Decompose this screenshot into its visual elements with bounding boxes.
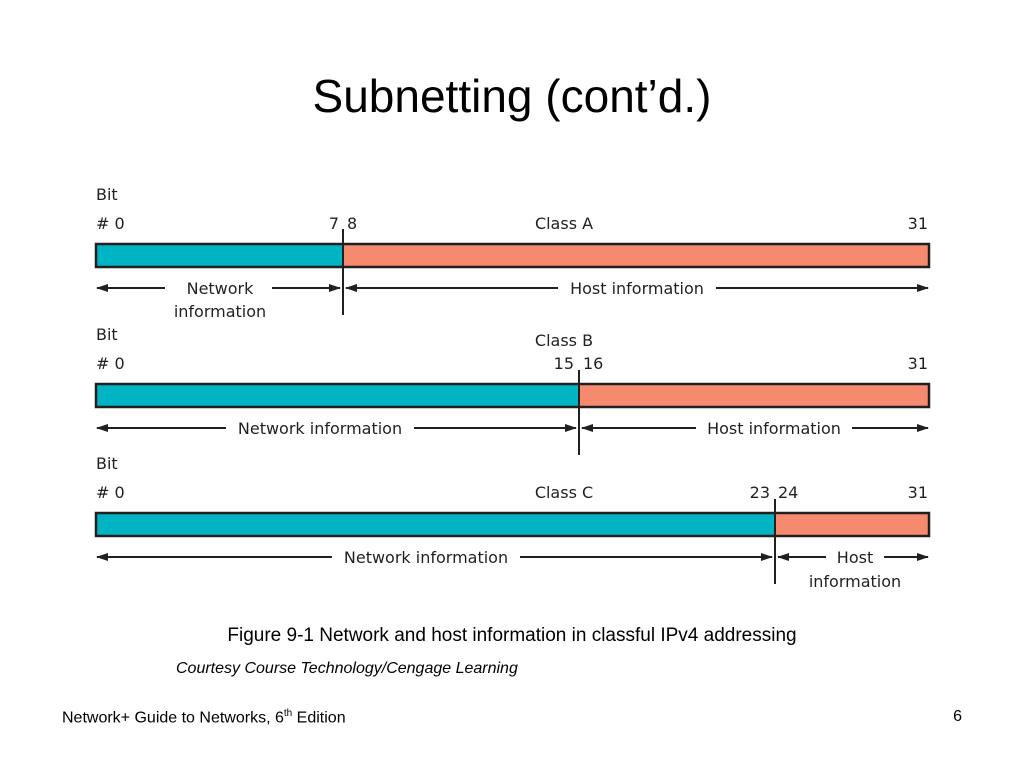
last-network-bit-label: 15	[554, 354, 574, 373]
footer-title-superscript: th	[283, 708, 293, 719]
network-label-line1: Network	[187, 279, 255, 298]
bit-label: Bit	[96, 325, 118, 344]
host-bits-bar	[775, 513, 929, 536]
host-label-line1: Host information	[570, 279, 704, 298]
class-b-section: Bit Class B # 0 15 16 31 Network informa…	[94, 325, 931, 455]
host-label-line1: Host information	[707, 419, 841, 438]
start-bit-label: # 0	[96, 354, 125, 373]
footer-title-edition: Edition	[292, 709, 346, 727]
last-network-bit-label: 23	[750, 483, 770, 502]
address-bar-outline	[94, 382, 931, 409]
end-bit-label: 31	[908, 214, 928, 233]
first-host-bit-label: 24	[778, 483, 798, 502]
network-bits-bar	[96, 513, 775, 536]
end-bit-label: 31	[908, 483, 928, 502]
class-label: Class C	[535, 483, 593, 502]
network-label-line1: Network information	[344, 548, 508, 567]
network-label-line2: information	[174, 302, 266, 321]
start-bit-label: # 0	[96, 214, 125, 233]
bit-label: Bit	[96, 454, 118, 473]
host-bits-bar	[579, 384, 929, 407]
address-bar-outline	[94, 242, 931, 269]
page-number: 6	[953, 708, 962, 725]
network-bits-bar	[96, 384, 579, 407]
class-label: Class B	[535, 331, 593, 350]
footer-title-text: Network+ Guide to Networks, 6	[62, 709, 284, 727]
start-bit-label: # 0	[96, 483, 125, 502]
network-label-line1: Network information	[238, 419, 402, 438]
network-bits-bar	[96, 244, 343, 267]
figure-caption: Figure 9-1 Network and host information …	[227, 625, 797, 646]
first-host-bit-label: 16	[583, 354, 603, 373]
host-bits-bar	[343, 244, 929, 267]
class-c-section: Bit # 0 Class C 23 24 31 Network informa…	[94, 454, 931, 591]
address-bar-outline	[94, 511, 931, 538]
figure-credit: Courtesy Course Technology/Cengage Learn…	[176, 660, 518, 677]
slide-title: Subnetting (cont’d.)	[312, 70, 712, 122]
footer-book-title: Network+ Guide to Networks, 6th Edition	[62, 708, 346, 727]
class-label: Class A	[535, 214, 593, 233]
host-label-line1: Host	[837, 548, 873, 567]
host-label-line2: information	[809, 572, 901, 591]
end-bit-label: 31	[908, 354, 928, 373]
last-network-bit-label: 7	[329, 214, 339, 233]
first-host-bit-label: 8	[347, 214, 357, 233]
bit-label: Bit	[96, 185, 118, 204]
class-a-section: Bit # 0 7 8 Class A 31 Network informati…	[94, 185, 931, 321]
